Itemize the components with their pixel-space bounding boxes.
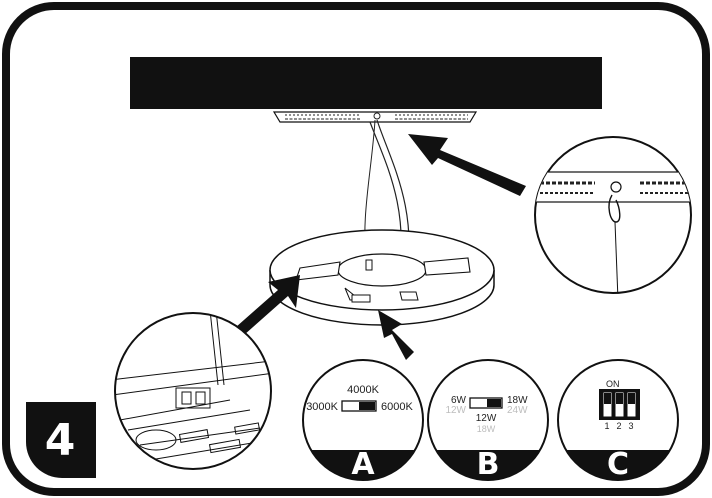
dip-switch-2[interactable] [614,391,625,418]
watt-6w-label: 6W [451,395,467,406]
dip-on-label: ON [606,379,620,389]
panel-b-wattage: 6W 12W 18W 24W 12W 18W B [427,359,549,482]
panel-c-dip-switch: ON 1 2 3 C [557,359,679,482]
arrow-to-dipswitch [378,310,414,360]
hook-detail-circle [534,136,692,294]
watt-18w-faded-label: 18W [477,424,496,434]
watt-12w-label: 12W [476,413,497,424]
arrow-to-plate [408,134,526,196]
panel-a-letter: A [351,447,375,482]
dip-number-3: 3 [628,421,633,431]
dip-number-2: 2 [616,421,621,431]
panel-a-color-temperature: 4000K 3000K 6000K A [302,359,424,482]
dip-number-1: 1 [604,421,609,431]
luminaire-disc [269,229,495,326]
mounting-plate [272,111,478,123]
watt-slide-knob [487,399,501,407]
cct-4000k-label: 4000K [347,384,379,396]
cct-6000k-label: 6000K [381,401,413,413]
connector-detail-circle [114,312,272,470]
step-number: 4 [45,415,76,466]
watt-slide-switch[interactable] [469,397,503,409]
ceiling-bar [130,57,602,109]
cct-3000k-label: 3000K [306,401,338,413]
panel-c-letter: C [607,447,629,482]
dip-switch-2-knob [616,393,623,404]
dip-switch-1[interactable] [602,391,613,418]
watt-24w-faded-label: 24W [507,405,528,416]
dip-switch-3[interactable] [626,391,637,418]
cct-slide-knob [359,402,375,410]
step-badge: 4 [26,402,96,478]
watt-12w-faded-label: 12W [445,405,466,416]
dip-switch-1-knob [604,393,611,404]
dip-switch-3-knob [628,393,635,404]
panel-b-letter: B [477,447,500,482]
arrow-to-connector [236,275,300,335]
watt-18w-label: 18W [507,395,528,406]
